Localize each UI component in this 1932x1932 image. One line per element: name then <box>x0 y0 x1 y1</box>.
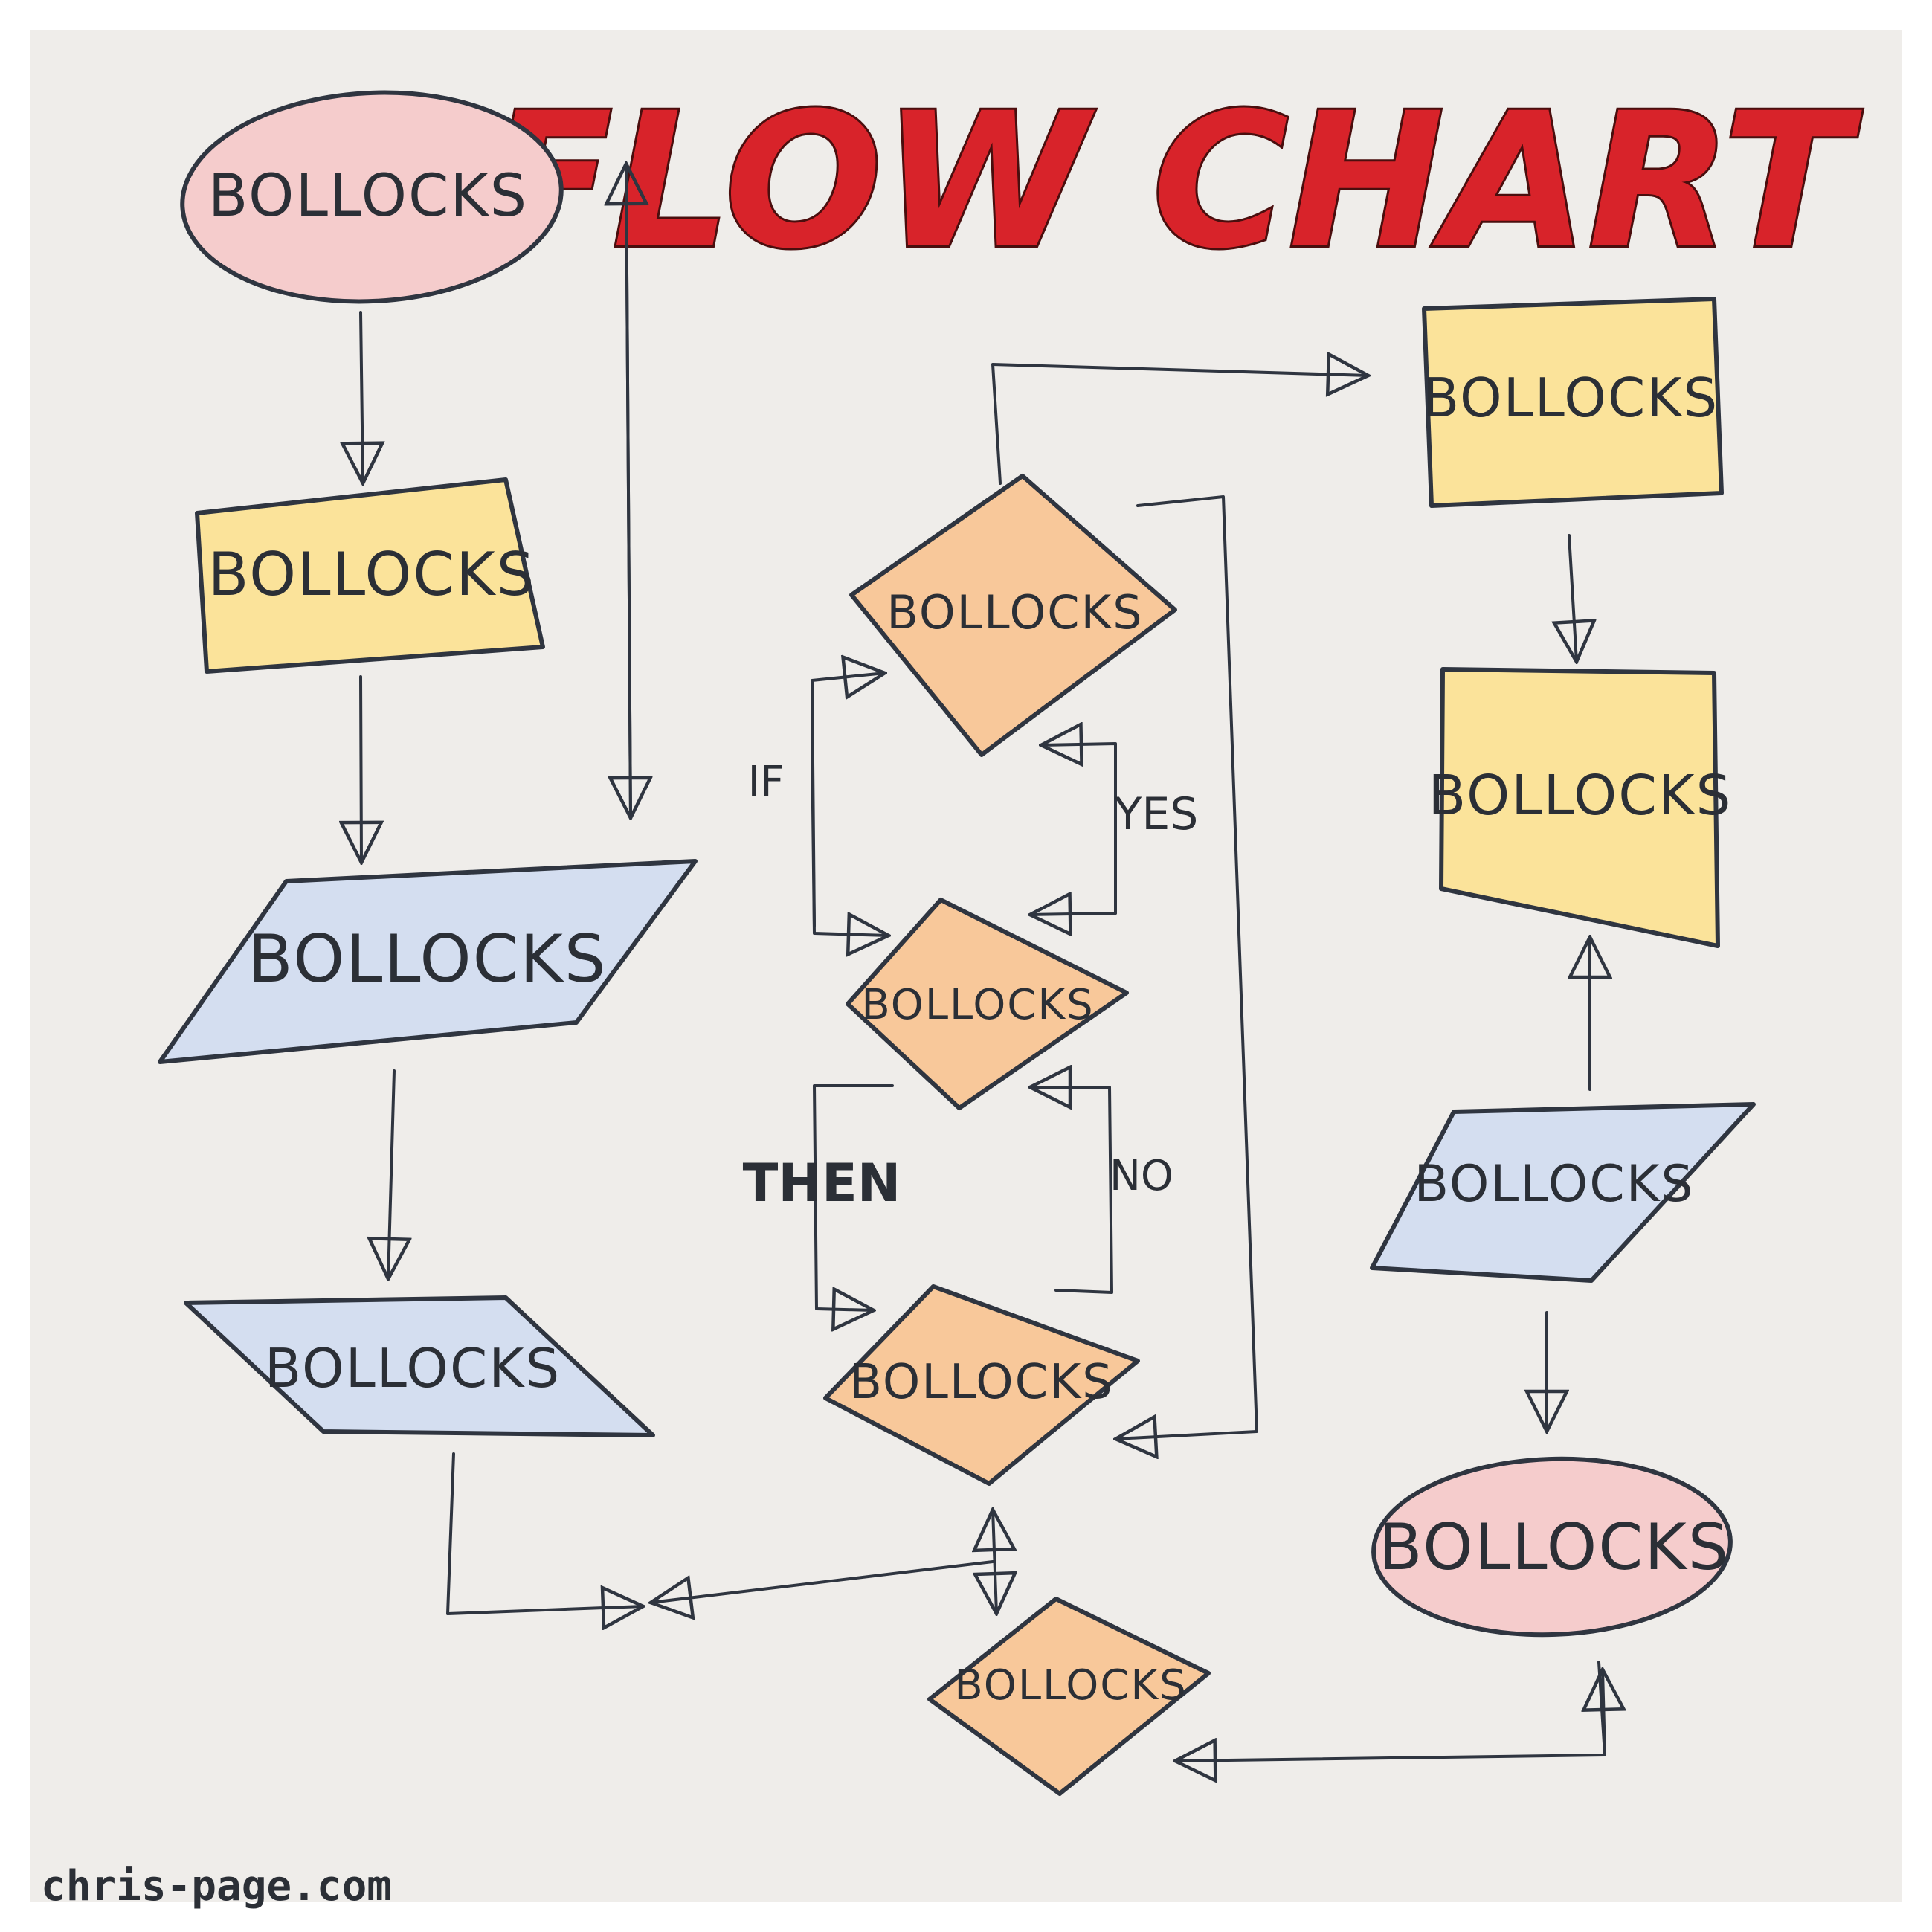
label-no: NO <box>1110 1152 1173 1200</box>
page-title: FLOW CHART <box>486 73 1863 289</box>
process-box-1-label: BOLLOCKS <box>208 540 536 609</box>
decision-3[interactable]: BOLLOCKS <box>823 1284 1140 1486</box>
decision-1[interactable]: BOLLOCKS <box>849 474 1177 757</box>
decision-4[interactable]: BOLLOCKS <box>927 1597 1211 1796</box>
edge-d1-to-process2 <box>991 364 1368 485</box>
io-box-3-label: BOLLOCKS <box>1414 1155 1694 1214</box>
edge-io1-to-io2 <box>388 1069 394 1279</box>
edge-if-to-d2 <box>811 742 889 936</box>
manual-input-box-label: BOLLOCKS <box>1429 764 1733 828</box>
start-terminal-label: BOLLOCKS <box>208 163 528 230</box>
edge-yes-to-d2 <box>1030 817 1117 915</box>
start-terminal[interactable]: BOLLOCKS <box>177 83 567 311</box>
edges <box>361 164 1605 1761</box>
process-box-2[interactable]: BOLLOCKS <box>1422 297 1724 508</box>
decision-2-label: BOLLOCKS <box>861 981 1094 1029</box>
label-yes: YES <box>1114 788 1199 840</box>
io-box-3[interactable]: BOLLOCKS <box>1370 1102 1756 1283</box>
decision-2[interactable]: BOLLOCKS <box>846 898 1129 1110</box>
edge-d3-d4-double <box>993 1510 996 1614</box>
io-box-1-label: BOLLOCKS <box>248 921 607 997</box>
decision-3-label: BOLLOCKS <box>849 1355 1114 1410</box>
credit-link[interactable]: chris-page.com <box>41 1862 392 1910</box>
process-box-2-label: BOLLOCKS <box>1423 367 1719 429</box>
end-terminal[interactable]: BOLLOCKS <box>1371 1453 1733 1641</box>
edge-loop-down <box>626 162 631 818</box>
edge-then <box>813 1084 894 1310</box>
end-terminal-label: BOLLOCKS <box>1379 1510 1730 1585</box>
edge-d4-to-end <box>1603 1669 1605 1756</box>
edge-start-to-process <box>361 311 363 483</box>
edge-process2-to-manual <box>1569 534 1577 662</box>
decision-1-label: BOLLOCKS <box>886 585 1143 640</box>
io-box-2[interactable]: BOLLOCKS <box>184 1295 655 1437</box>
io-box-1[interactable]: BOLLOCKS <box>158 859 698 1064</box>
label-if: IF <box>748 758 785 806</box>
edge-no <box>1030 1087 1113 1294</box>
edge-merge-to-io2 <box>651 1560 994 1603</box>
io-box-2-label: BOLLOCKS <box>265 1337 561 1400</box>
process-box-1[interactable]: BOLLOCKS <box>195 477 545 674</box>
label-then: THEN <box>743 1153 901 1214</box>
decision-4-label: BOLLOCKS <box>954 1661 1187 1710</box>
manual-input-box[interactable]: BOLLOCKS <box>1429 667 1733 948</box>
edge-io2-to-merge <box>446 1452 643 1614</box>
edge-d1-to-d3 <box>1115 495 1258 1439</box>
